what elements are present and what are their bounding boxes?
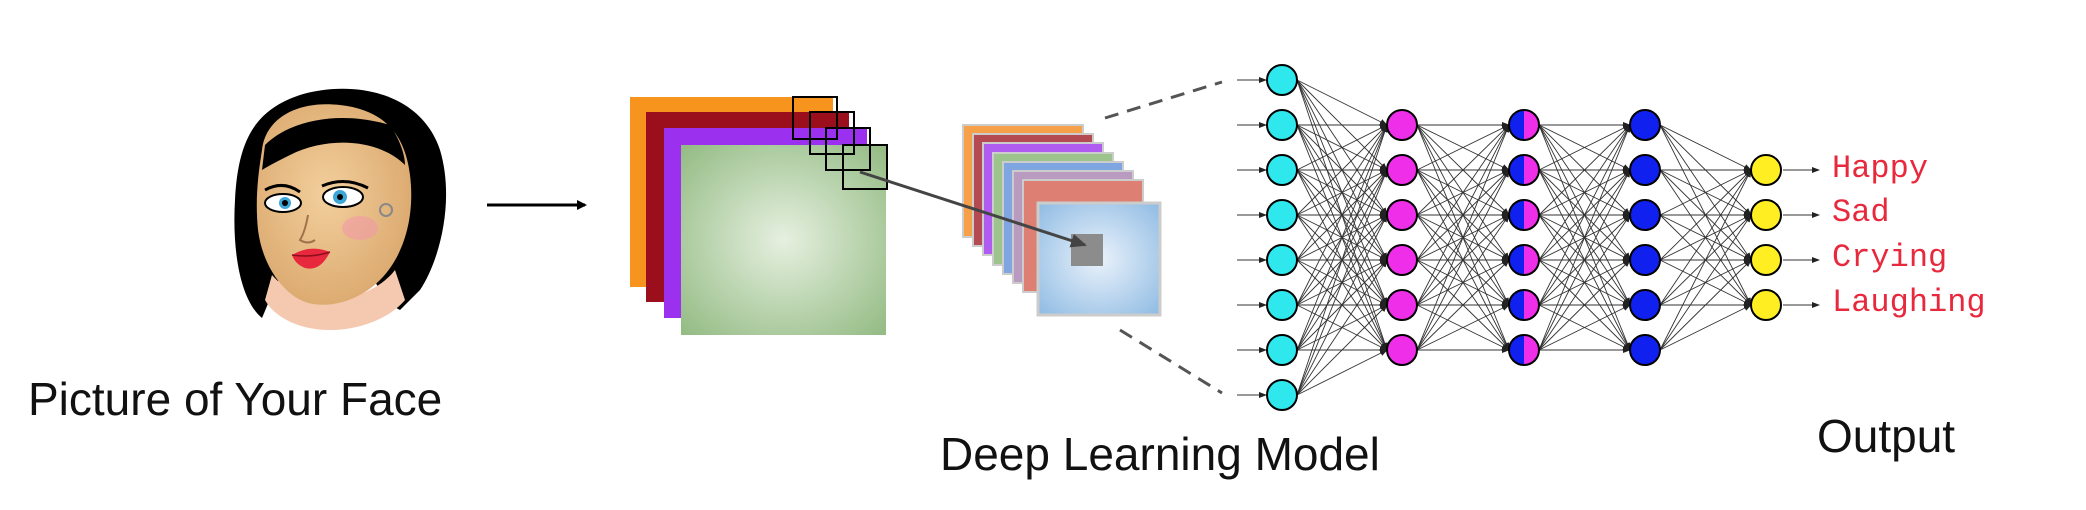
node-hidden-3-0 — [1629, 109, 1661, 141]
edge-input-0-to-0 — [1296, 79, 1388, 126]
node-input-2 — [1266, 154, 1298, 186]
node-hidden-3-3 — [1629, 244, 1661, 276]
edge-hidden-1-5-to-3 — [1416, 259, 1510, 351]
node-input-1 — [1266, 109, 1298, 141]
input-arrows — [1237, 77, 1267, 398]
face-illustration — [234, 88, 447, 330]
conv-layer-4 — [681, 145, 886, 335]
edge-hidden-2-1-to-0 — [1538, 124, 1631, 171]
node-hidden-1-3 — [1386, 244, 1418, 276]
edge-hidden-3-5-to-1 — [1659, 214, 1752, 351]
node-hidden-3-5 — [1629, 334, 1661, 366]
edge-hidden-1-3-to-0 — [1416, 124, 1510, 261]
output-label-crying: Crying — [1832, 239, 1947, 276]
node-input-7 — [1266, 379, 1298, 411]
filter-window-3 — [825, 127, 871, 171]
node-input-0 — [1266, 64, 1298, 96]
edge-hidden-1-2-to-0 — [1416, 124, 1510, 216]
edge-input-4-to-0 — [1296, 124, 1388, 261]
edge-hidden-1-5-to-4 — [1416, 304, 1510, 351]
edge-hidden-1-5-to-2 — [1416, 214, 1510, 351]
edge-hidden-3-2-to-0 — [1659, 169, 1752, 216]
node-hidden-2-1 — [1508, 154, 1540, 186]
node-hidden-2-2 — [1508, 199, 1540, 231]
output-label-happy: Happy — [1832, 150, 1928, 187]
node-output-2 — [1750, 244, 1782, 276]
edge-input-2-to-0 — [1296, 124, 1388, 171]
node-hidden-2-3 — [1508, 244, 1540, 276]
edge-hidden-2-5-to-0 — [1538, 124, 1631, 351]
edge-hidden-2-2-to-0 — [1538, 124, 1631, 216]
edge-hidden-3-5-to-2 — [1659, 259, 1752, 351]
node-output-1 — [1750, 199, 1782, 231]
feature-map-stack — [962, 124, 1162, 317]
edge-hidden-3-4-to-0 — [1659, 169, 1752, 306]
edge-hidden-3-0-to-0 — [1659, 124, 1752, 171]
filter-window-4 — [842, 144, 888, 190]
node-input-4 — [1266, 244, 1298, 276]
output-label-laughing: Laughing — [1832, 284, 1986, 321]
zoom-line-top — [1104, 80, 1223, 120]
node-hidden-1-4 — [1386, 289, 1418, 321]
edge-input-7-to-2 — [1296, 214, 1388, 396]
node-input-5 — [1266, 289, 1298, 321]
feature-map-front — [1036, 201, 1162, 317]
edge-input-3-to-0 — [1296, 124, 1388, 216]
edge-hidden-2-5-to-3 — [1538, 259, 1631, 351]
network-nodes — [1266, 64, 1782, 411]
node-hidden-1-2 — [1386, 199, 1418, 231]
node-hidden-2-4 — [1508, 289, 1540, 321]
node-hidden-2-5 — [1508, 334, 1540, 366]
edge-hidden-2-4-to-0 — [1538, 124, 1631, 306]
edge-hidden-2-5-to-2 — [1538, 214, 1631, 351]
zoom-line-bottom — [1119, 328, 1223, 395]
edge-hidden-1-5-to-0 — [1416, 124, 1510, 351]
node-hidden-1-1 — [1386, 154, 1418, 186]
output-label-sad: Sad — [1832, 194, 1890, 231]
edge-input-7-to-1 — [1296, 169, 1388, 396]
edge-input-7-to-5 — [1296, 349, 1388, 396]
edge-hidden-2-5-to-1 — [1538, 169, 1631, 351]
node-hidden-3-1 — [1629, 154, 1661, 186]
face-caption: Picture of Your Face — [28, 373, 442, 425]
edge-input-6-to-0 — [1296, 124, 1388, 351]
node-hidden-2-0 — [1508, 109, 1540, 141]
edge-hidden-1-1-to-0 — [1416, 124, 1510, 171]
output-caption: Output — [1817, 410, 1955, 462]
conv-layer-stack — [630, 96, 888, 335]
edge-hidden-2-3-to-0 — [1538, 124, 1631, 261]
pooled-cell — [1071, 234, 1103, 266]
network-connections — [1296, 79, 1752, 396]
node-input-3 — [1266, 199, 1298, 231]
node-hidden-1-5 — [1386, 334, 1418, 366]
filter-window-1 — [792, 96, 838, 140]
model-caption: Deep Learning Model — [940, 428, 1380, 480]
node-input-6 — [1266, 334, 1298, 366]
node-hidden-1-0 — [1386, 109, 1418, 141]
edge-input-7-to-4 — [1296, 304, 1388, 396]
edge-hidden-3-5-to-3 — [1659, 304, 1752, 351]
edge-input-7-to-3 — [1296, 259, 1388, 396]
node-hidden-3-2 — [1629, 199, 1661, 231]
node-hidden-3-4 — [1629, 289, 1661, 321]
edge-hidden-2-5-to-4 — [1538, 304, 1631, 351]
edge-hidden-3-3-to-0 — [1659, 169, 1752, 261]
filter-window-2 — [809, 111, 855, 155]
node-output-3 — [1750, 289, 1782, 321]
filter-to-feature-arrow — [859, 170, 1087, 248]
edge-hidden-1-4-to-0 — [1416, 124, 1510, 306]
edge-input-7-to-0 — [1296, 124, 1388, 396]
node-output-0 — [1750, 154, 1782, 186]
output-labels: Happy Sad Crying Laughing — [1832, 150, 1986, 321]
edge-input-5-to-0 — [1296, 124, 1388, 306]
edge-hidden-1-5-to-1 — [1416, 169, 1510, 351]
output-arrows — [1783, 167, 1820, 308]
edge-hidden-3-5-to-0 — [1659, 169, 1752, 351]
